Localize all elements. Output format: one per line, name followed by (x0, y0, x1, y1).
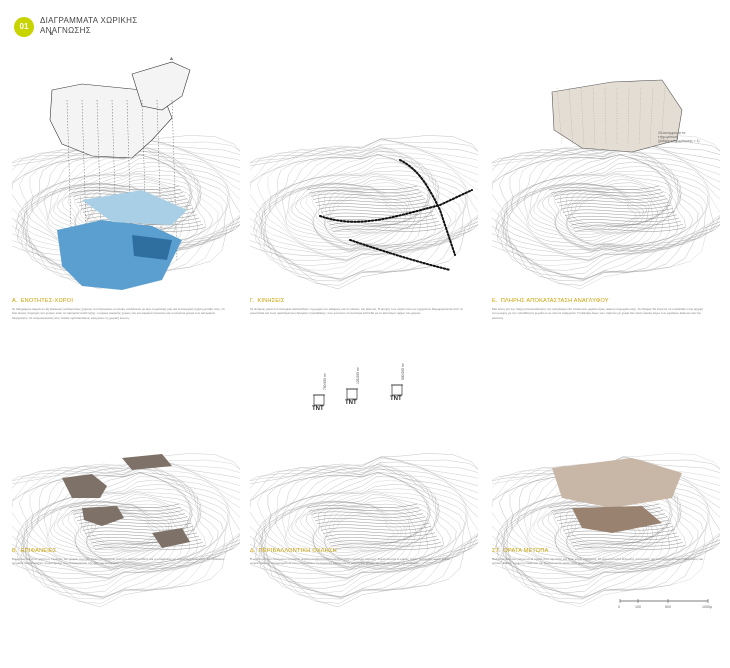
fill-legend-note: (βαθμός επιχωμάτωσης = 1) (658, 139, 700, 144)
visible-front-2 (572, 506, 662, 533)
scale-tick-1000: 1000μ (702, 605, 713, 609)
panel-title: ΠΛΗΡΗΣ ΑΠΟΚΑΤΑΣΤΑΣΗ ΑΝΑΓΛΥΦΟΥ (500, 298, 609, 304)
fill-legend-volume: 25 εκατομμύρια m³ (658, 131, 686, 135)
panel-description: Οι κινήσεις μέσα στο Λατομείο ακολουθούν… (250, 307, 463, 316)
unaffected-surface-2 (82, 506, 124, 526)
panel-description: Η ανάπτυξη του Λατομείου προκαλεί μεγάλη… (250, 557, 450, 566)
panel-letter: Γ. (250, 298, 255, 304)
bin-volume: 125.000 m³ (356, 367, 360, 384)
fill-grid-line (568, 87, 574, 146)
scale-bar-graphic (619, 599, 709, 603)
fill-grid-line (660, 87, 666, 146)
panel-letter: Β. (12, 548, 18, 554)
panel-caption: Α.ΕΝΟΤΗΤΕΣ-ΧΩΡΟΙ (12, 298, 73, 304)
bin-icon (391, 384, 403, 396)
panel-letter: Δ. (250, 548, 256, 554)
fill-grid-line (592, 87, 596, 146)
terrain-map (12, 453, 240, 608)
bin-code: TNT (390, 396, 402, 402)
page-header: 01 ΔΙΑΓΡΑΜΜΑΤΑ ΧΩΡΙΚΗΣ ΑΝΑΓΝΩΣΗΣ (14, 14, 214, 40)
unaffected-surface-4 (122, 454, 172, 470)
terrain-map (12, 61, 240, 290)
fill-legend: 25 εκατομμύρια m³ επιχωμάτωση (βαθμός επ… (658, 131, 699, 144)
panel-caption: ΣΤ.ΟΡΑΤΑ ΜΕΤΩΠΑ (492, 548, 548, 554)
terrain-map (250, 135, 478, 290)
page-title-line-2: ΑΝΑΓΝΩΣΗΣ (40, 26, 91, 35)
fill-grid-line (627, 87, 630, 146)
panel-letter: Ε. (492, 298, 498, 304)
fill-grid-line (649, 87, 654, 146)
scale-tick-0: 0 (618, 605, 620, 609)
terrain-map (250, 453, 478, 608)
unaffected-surface-3 (152, 528, 190, 548)
waste-bin: TNT 125.000 m³ (345, 367, 360, 406)
bin-code: TNT (345, 400, 357, 406)
terrain-contours (12, 453, 240, 608)
bin-icon (346, 388, 358, 400)
panel-description: Σημειώνονται στον χάρτη οι περιοχές του … (12, 557, 225, 566)
fill-grid-line (604, 87, 607, 146)
scale-bar: 0 100 500 1000μ (618, 598, 718, 612)
upper-plan-outline-2 (131, 61, 191, 111)
projection-line (171, 99, 178, 261)
panel-title: ΚΙΝΗΣΕΙΣ (257, 298, 285, 304)
terrain-map (492, 453, 720, 608)
panel-caption: Ε.ΠΛΗΡΗΣ ΑΠΟΚΑΤΑΣΤΑΣΗ ΑΝΑΓΛΥΦΟΥ (492, 298, 609, 304)
fill-grid-line (580, 87, 585, 146)
panel-caption: Β.ΕΠΙΦΑΝΕΙΕΣ (12, 548, 57, 554)
terrain-contours (250, 453, 478, 608)
movement-path (319, 189, 473, 223)
terrain-contours (250, 135, 478, 290)
bin-icon (313, 394, 325, 406)
panel-title: ΕΠΙΦΑΝΕΙΕΣ (20, 548, 57, 554)
section-label-a: A (170, 56, 173, 61)
waste-bin: TNT 500.000 m³ (390, 363, 405, 402)
quarry-zone-deep (132, 235, 172, 260)
panel-caption: Γ.ΚΙΝΗΣΕΙΣ (250, 298, 285, 304)
movement-path (349, 239, 451, 271)
scale-tick-500: 500 (665, 605, 671, 609)
bin-code: TNT (312, 406, 324, 412)
terrain-map (492, 79, 720, 290)
movement-path (399, 159, 456, 256)
visible-front-1 (552, 458, 682, 508)
panel-description: Το διάγραμμα αφορά σε έξι βασικούς κατάλ… (12, 307, 225, 320)
badge-number: 01 (19, 22, 29, 31)
diagram-panel: Β.ΕΠΙΦΑΝΕΙΕΣ Σημειώνονται στον χάρτη οι π… (12, 358, 240, 668)
diagram-panel: Δ.ΠΕΡΙΒΑΛΛΟΝΤΙΚΗ ΟΧΛΗΣΗ Η ανάπτυξη του Λα… (250, 358, 478, 668)
scale-tick-100: 100 (635, 605, 641, 609)
panel-description: Πολλά σημεία του χώρου είναι ορατά από τ… (492, 557, 704, 566)
panel-caption: Δ.ΠΕΡΙΒΑΛΛΟΝΤΙΚΗ ΟΧΛΗΣΗ (250, 548, 337, 554)
quarry-zone-upper (82, 190, 187, 225)
diagram-panel: Ε.ΠΛΗΡΗΣ ΑΠΟΚΑΤΑΣΤΑΣΗ ΑΝΑΓΛΥΦΟΥ Μια λύση … (492, 40, 720, 350)
panel-description: Μια λύση για την πλήρη αποκατάσταση του … (492, 307, 703, 320)
bin-volume: 750.000 m³ (323, 373, 327, 390)
panel-title: ΕΝΟΤΗΤΕΣ-ΧΩΡΟΙ (20, 298, 74, 304)
page-title-line-1: ΔΙΑΓΡΑΜΜΑΤΑ ΧΩΡΙΚΗΣ (40, 16, 138, 25)
fill-grid-line (556, 87, 563, 146)
fill-grid-line (638, 87, 642, 146)
terrain-contours (492, 135, 720, 290)
section-label-b: B (50, 31, 53, 36)
panel-letter: ΣΤ. (492, 548, 501, 554)
unaffected-surface-1 (62, 474, 107, 498)
diagram-panel: Α.ΕΝΟΤΗΤΕΣ-ΧΩΡΟΙ Το διάγραμμα αφορά σε έξ… (12, 40, 240, 350)
fill-legend-label: επιχωμάτωση (658, 135, 679, 140)
panel-title: ΠΕΡΙΒΑΛΛΟΝΤΙΚΗ ΟΧΛΗΣΗ (258, 548, 337, 554)
diagram-panel: ΣΤ.ΟΡΑΤΑ ΜΕΤΩΠΑ Πολλά σημεία του χώρου εί… (492, 358, 720, 668)
diagram-panel: Γ.ΚΙΝΗΣΕΙΣ Οι κινήσεις μέσα στο Λατομείο … (250, 40, 478, 350)
bin-volume: 500.000 m³ (401, 363, 405, 380)
section-badge: 01 (14, 17, 34, 37)
panel-letter: Α. (12, 298, 18, 304)
panel-title: ΟΡΑΤΑ ΜΕΤΩΠΑ (503, 548, 549, 554)
waste-bin: TNT 750.000 m³ (312, 373, 327, 412)
